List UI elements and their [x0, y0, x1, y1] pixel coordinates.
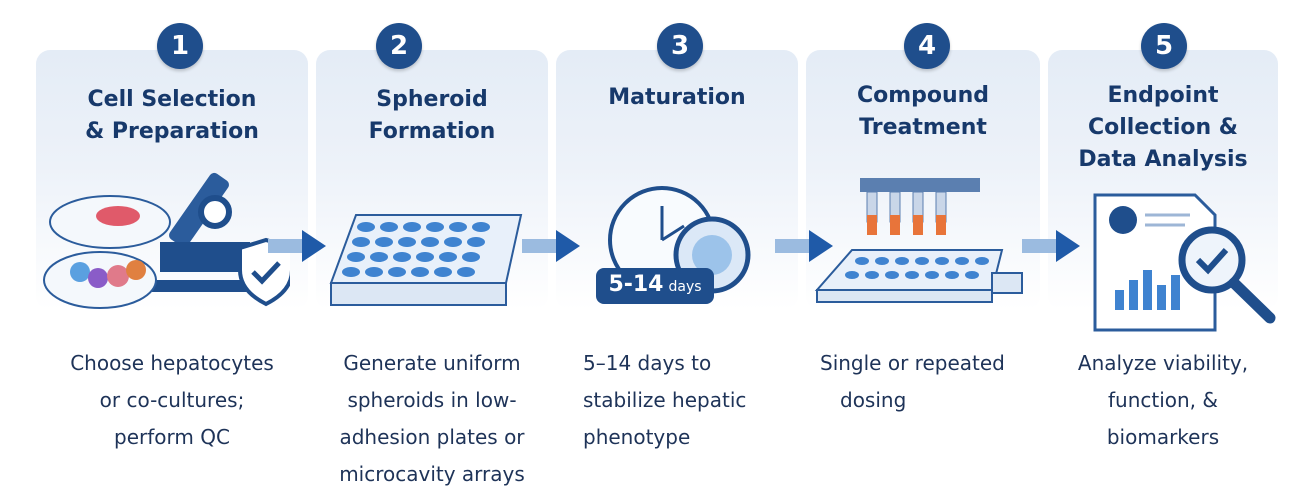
badge-value: 5-14	[608, 272, 664, 297]
badge-unit: days	[668, 279, 702, 295]
arrow-4-to-5-icon	[1022, 230, 1080, 262]
compound-dosing-illustration	[814, 178, 1023, 303]
step-5-description: Analyze viability,function, &biomarkers	[1077, 351, 1249, 449]
step-1-number: 1	[157, 23, 203, 69]
arrow-1-to-2-icon	[268, 230, 326, 262]
data-analysis-illustration	[1093, 193, 1276, 332]
step-2-number: 2	[376, 23, 422, 69]
clock-illustration	[608, 186, 751, 294]
well-plate-illustration	[329, 214, 523, 306]
arrow-3-to-4-icon	[775, 230, 833, 262]
arrow-2-to-3-icon	[522, 230, 580, 262]
maturation-duration-badge: 5-14 days	[596, 268, 714, 304]
step-3-number: 3	[657, 23, 703, 69]
step-3-title: Maturation	[608, 85, 746, 110]
step-1-title: Cell Selection& Preparation	[85, 87, 259, 144]
step-5-number: 5	[1141, 23, 1187, 69]
step-4-number: 4	[904, 23, 950, 69]
cell-preparation-illustration	[43, 172, 290, 309]
